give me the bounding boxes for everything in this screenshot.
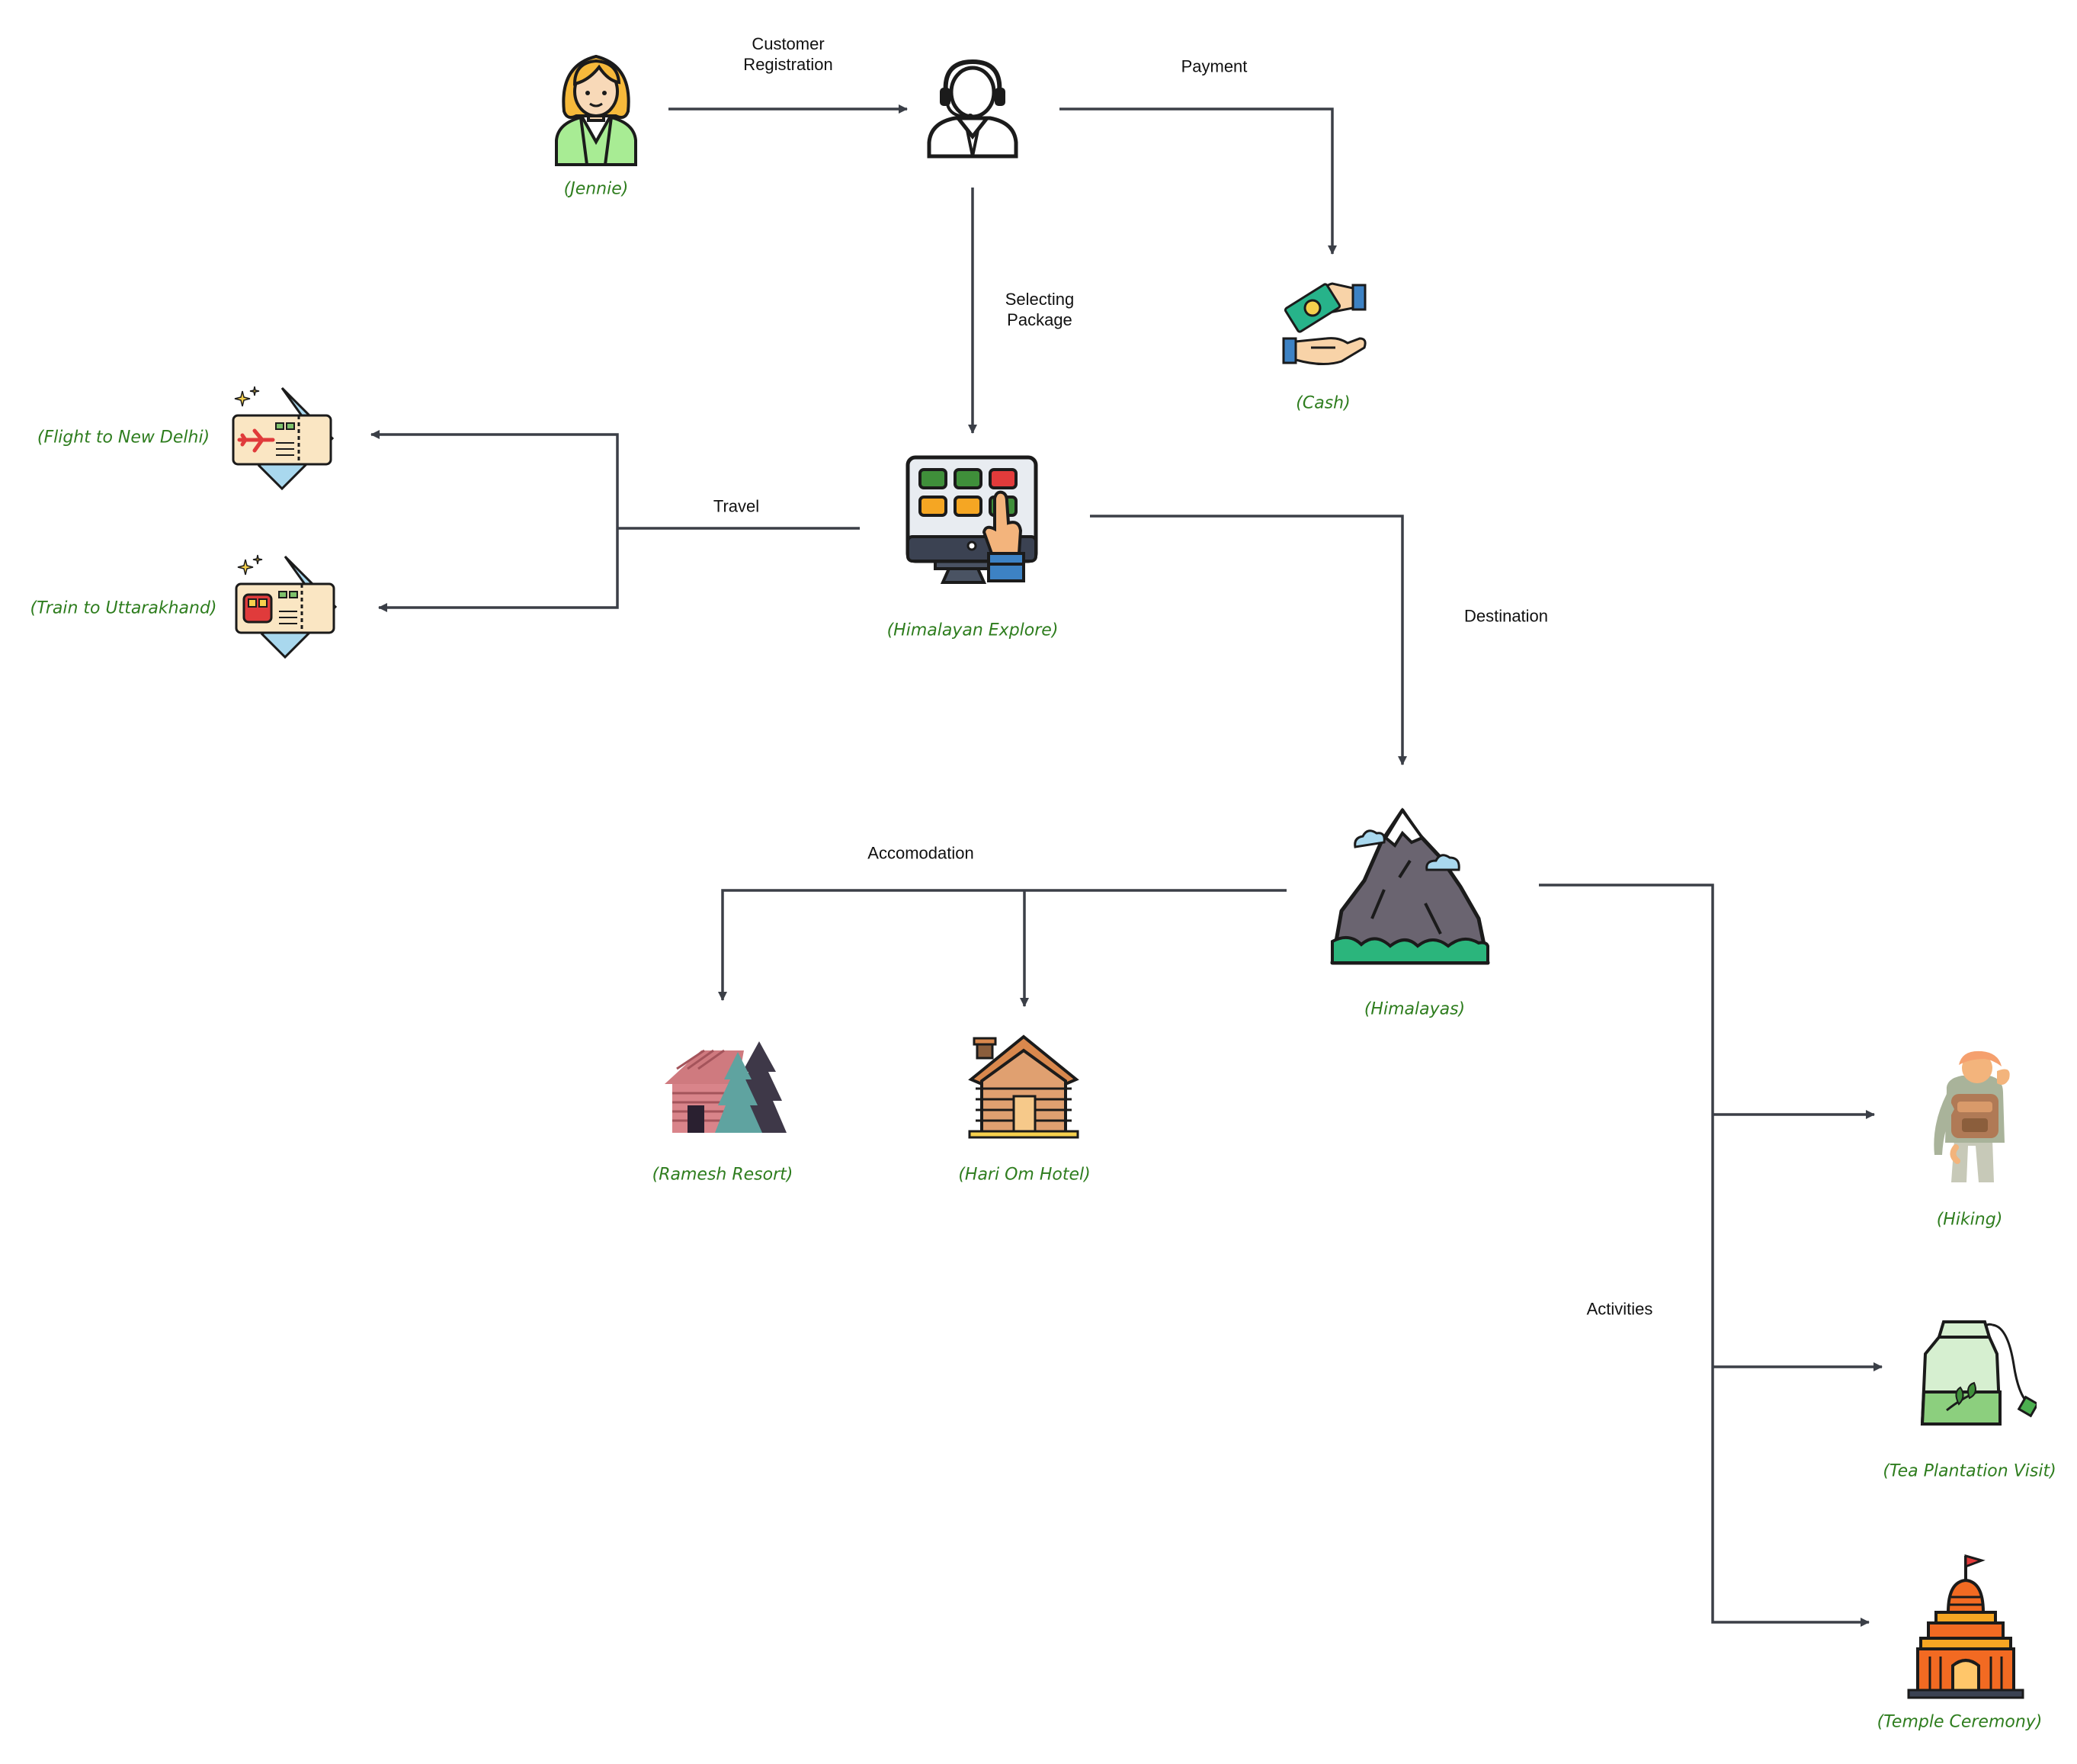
label-activities: Activities bbox=[1586, 1299, 1653, 1319]
computer-booking-icon bbox=[905, 455, 1038, 584]
flight-ticket-icon bbox=[232, 386, 335, 491]
node-label-train: (Train to Uttarakhand) bbox=[30, 598, 217, 618]
hiker-icon bbox=[1934, 1050, 2010, 1182]
label-travel: Travel bbox=[713, 496, 760, 516]
node-label-jennie: (Jennie) bbox=[563, 179, 629, 199]
mountain-icon bbox=[1330, 807, 1490, 965]
edge-payment bbox=[1059, 107, 1337, 255]
support-agent-headset-icon bbox=[927, 59, 1018, 159]
edge-activities-trunk bbox=[1539, 884, 1870, 1627]
node-label-hari-om-hotel: (Hari Om Hotel) bbox=[958, 1165, 1091, 1185]
edge-accomodation-trunk bbox=[718, 889, 1287, 1001]
node-label-cash: (Cash) bbox=[1296, 393, 1351, 413]
cash-hands-icon bbox=[1282, 282, 1367, 365]
edge-travel-train bbox=[378, 528, 619, 612]
label-customer-registration: Customer Registration bbox=[743, 34, 833, 74]
node-label-ramesh-resort: (Ramesh Resort) bbox=[652, 1165, 793, 1185]
node-label-himalayas: (Himalayas) bbox=[1364, 999, 1466, 1019]
temple-icon bbox=[1907, 1554, 2024, 1699]
node-label-hiking: (Hiking) bbox=[1936, 1210, 2003, 1230]
node-label-tea: (Tea Plantation Visit) bbox=[1883, 1461, 2056, 1481]
woman-customer-icon bbox=[555, 54, 637, 166]
log-cabin-icon bbox=[968, 1034, 1079, 1139]
node-label-flight: (Flight to New Delhi) bbox=[37, 428, 210, 447]
edge-travel-flight bbox=[370, 430, 619, 528]
label-accomodation: Accomodation bbox=[867, 843, 974, 863]
node-label-temple: (Temple Ceremony) bbox=[1877, 1712, 2043, 1732]
tea-bag-icon bbox=[1920, 1320, 2037, 1426]
label-destination: Destination bbox=[1463, 606, 1549, 626]
resort-cabin-icon bbox=[665, 1041, 787, 1133]
label-selecting-package: Selecting Package bbox=[1005, 290, 1075, 329]
label-payment: Payment bbox=[1181, 56, 1248, 76]
train-ticket-icon bbox=[235, 554, 338, 659]
edge-destination bbox=[1090, 515, 1407, 765]
node-label-himalayan-explore: (Himalayan Explore) bbox=[886, 621, 1059, 640]
